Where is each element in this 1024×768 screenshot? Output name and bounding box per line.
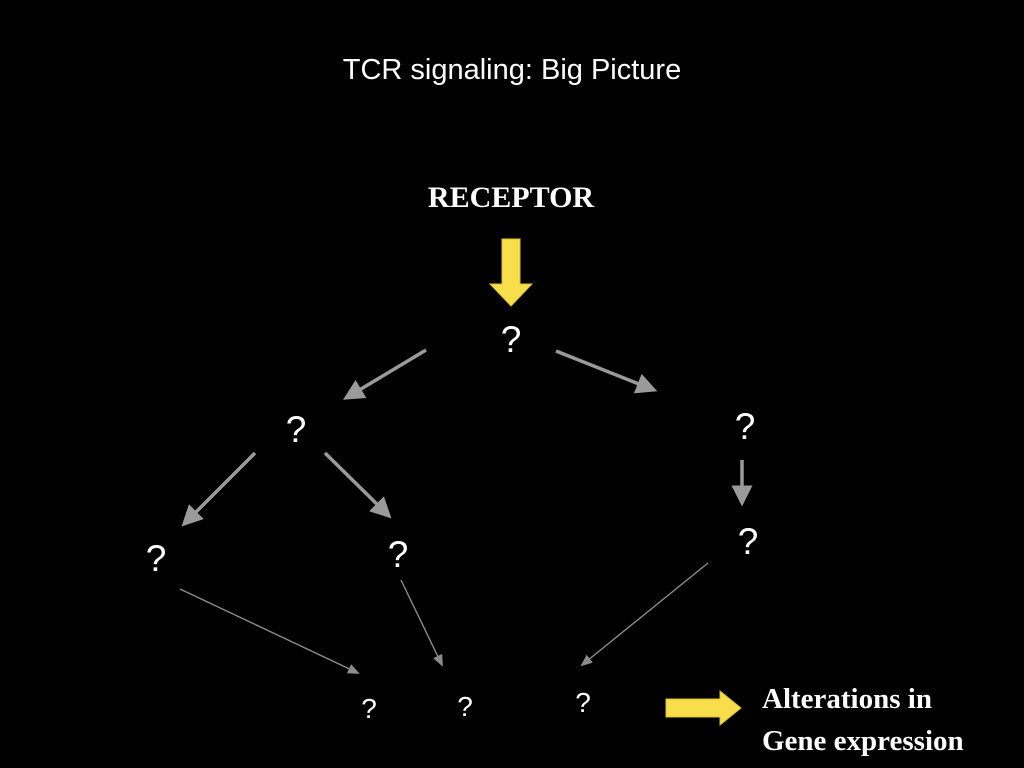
receptor-down-arrow <box>488 238 534 307</box>
node-left-a: ? <box>145 538 167 579</box>
arrow-mid-left-to-left-b <box>323 451 392 519</box>
receptor-label: RECEPTOR <box>427 181 595 214</box>
arrow-top-to-mid-left <box>342 348 427 400</box>
outcome-right-arrow <box>665 689 742 727</box>
arrow-top-to-mid-right <box>555 349 658 394</box>
node-left-b: ? <box>387 534 409 575</box>
slide-title: TCR signaling: Big Picture <box>342 54 682 86</box>
node-bottom-3: ? <box>575 687 591 718</box>
node-mid-right: ? <box>734 406 756 447</box>
arrow-left-b-to-bottom-2 <box>400 579 443 667</box>
outcome-label: Alterations in Gene expression <box>762 678 1022 762</box>
node-mid-left: ? <box>285 409 307 450</box>
node-right-b: ? <box>737 521 759 562</box>
node-top: ? <box>500 319 522 360</box>
arrow-right-b-to-bottom-3 <box>580 562 709 667</box>
node-bottom-1: ? <box>361 693 377 724</box>
outcome-line-1: Alterations in <box>762 683 932 715</box>
outcome-line-2: Gene expression <box>762 725 964 757</box>
node-bottom-2: ? <box>457 691 473 722</box>
arrow-left-a-to-bottom-1 <box>179 588 360 674</box>
arrow-mid-left-to-left-a <box>181 451 257 527</box>
